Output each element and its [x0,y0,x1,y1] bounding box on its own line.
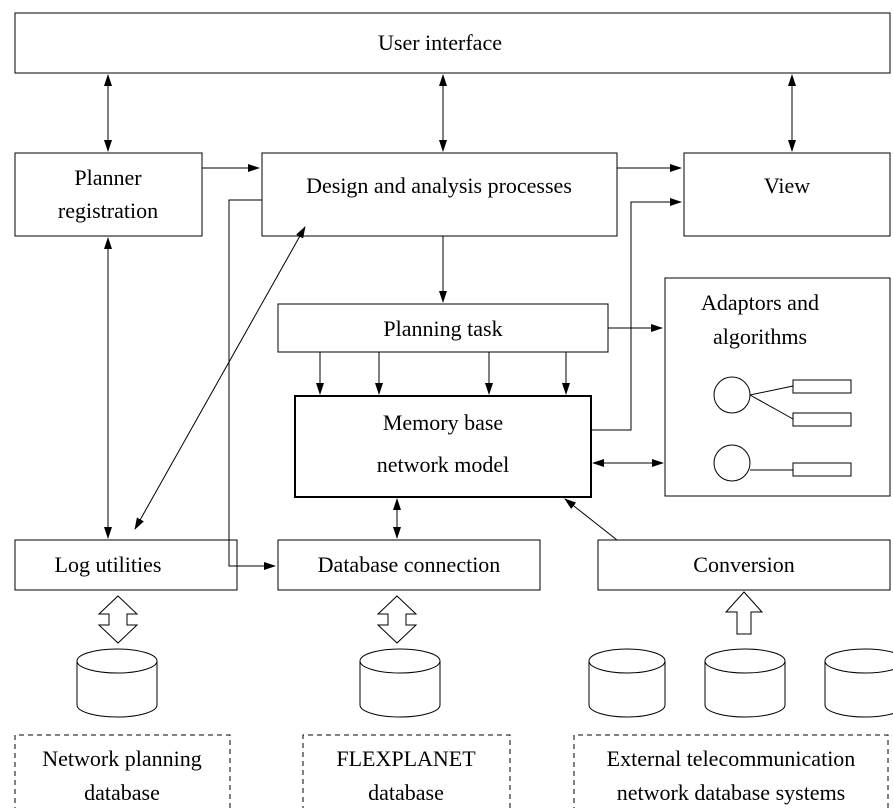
log-database-double-arrow [97,595,139,644]
planning-task-box: Planning task [277,303,609,353]
log-utilities-box: Log utilities [14,539,238,591]
flexplanet-label-2: database [368,780,444,805]
database-cylinder-icon [704,648,786,718]
memory-base-label-1: Memory base [383,410,503,435]
database-cylinder-icon [359,648,441,718]
flexplanet-database-double-arrow [376,595,418,644]
network-planning-label-2: database [84,780,160,805]
adaptors-label-2: algorithms [713,324,807,349]
design-analysis-label: Design and analysis processes [306,173,572,198]
view-label: View [764,173,810,198]
planner-registration-label-2: registration [58,198,158,223]
external-database-systems-label: External telecommunication network datab… [573,734,889,808]
database-connection-label: Database connection [318,552,501,577]
database-cylinder-icon [76,648,158,718]
connector-arrows [104,74,796,570]
design-analysis-box: Design and analysis processes [261,152,618,237]
external-label-2: network database systems [617,780,846,805]
conversion-up-arrow [724,591,764,635]
log-utilities-label: Log utilities [55,552,162,577]
flexplanet-label-1: FLEXPLANET [336,746,476,771]
external-label-1: External telecommunication [607,746,856,771]
adaptors-algorithms-box: Adaptors and algorithms [664,277,891,497]
flexplanet-database-label: FLEXPLANET database [302,734,511,808]
network-planning-database-label: Network planning database [14,734,231,808]
conversion-label: Conversion [693,552,794,577]
database-connection-box: Database connection [277,539,541,591]
database-cylinder-icon [824,648,893,718]
user-interface-box: User interface [14,12,891,74]
algorithm-node-icon [713,444,852,482]
database-cylinder-icon [588,648,666,718]
planner-registration-box: Planner registration [14,152,203,237]
memory-base-box: Memory base network model [294,395,592,498]
view-box: View [683,152,891,237]
memory-base-label-2: network model [377,452,510,477]
planner-registration-label-1: Planner [74,165,142,190]
user-interface-label: User interface [378,30,502,55]
network-planning-label-1: Network planning [42,746,201,771]
adaptors-label-1: Adaptors and [701,290,819,315]
conversion-box: Conversion [597,539,891,591]
planning-task-label: Planning task [383,316,502,341]
algorithm-node-icon [713,376,852,427]
